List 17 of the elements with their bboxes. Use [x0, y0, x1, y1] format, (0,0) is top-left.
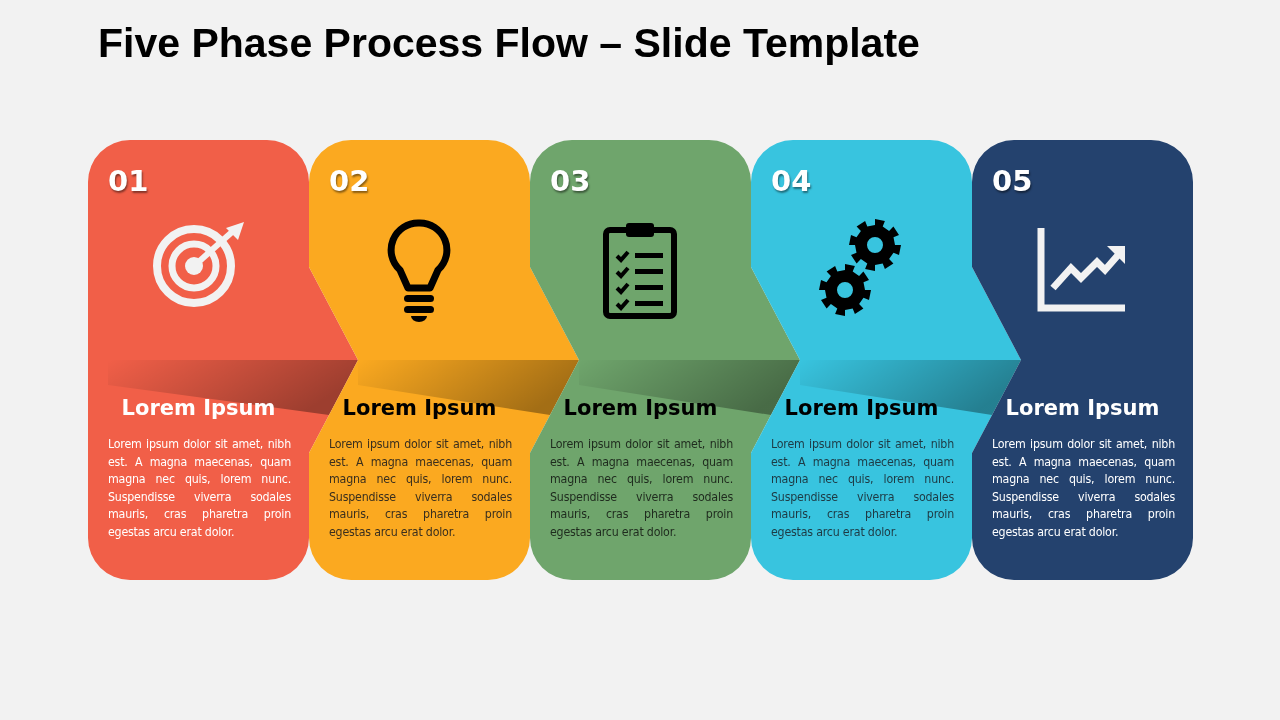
step-heading: Lorem Ipsum — [562, 396, 719, 420]
step-description: Lorem ipsum dolor sit amet, nibh est. A magna maecenas, quam magna nec quis, lorem nunc. Suspendisse viverra sodales mauris, cras pharetra proin egestas arcu erat dolor. — [108, 436, 291, 541]
step-heading: Lorem Ipsum — [120, 396, 277, 420]
step-description: Lorem ipsum dolor sit amet, nibh est. A magna maecenas, quam magna nec quis, lorem nunc. Suspendisse viverra sodales mauris, cras pharetra proin egestas arcu erat dolor. — [992, 436, 1175, 541]
step-number: 05 — [992, 164, 1033, 198]
step-heading: Lorem Ipsum — [783, 396, 940, 420]
step-number: 01 — [108, 164, 149, 198]
step-description: Lorem ipsum dolor sit amet, nibh est. A magna maecenas, quam magna nec quis, lorem nunc. Suspendisse viverra sodales mauris, cras pharetra proin egestas arcu erat dolor. — [329, 436, 512, 541]
chevron-panel — [972, 140, 1193, 580]
step-description: Lorem ipsum dolor sit amet, nibh est. A magna maecenas, quam magna nec quis, lorem nunc. Suspendisse viverra sodales mauris, cras pharetra proin egestas arcu erat dolor. — [771, 436, 954, 541]
step-number: 04 — [771, 164, 812, 198]
step-number: 02 — [329, 164, 370, 198]
step-heading: Lorem Ipsum — [341, 396, 498, 420]
step-description: Lorem ipsum dolor sit amet, nibh est. A magna maecenas, quam magna nec quis, lorem nunc. Suspendisse viverra sodales mauris, cras pharetra proin egestas arcu erat dolor. — [550, 436, 733, 541]
step-number: 03 — [550, 164, 591, 198]
step-heading: Lorem Ipsum — [1004, 396, 1161, 420]
slide-title: Five Phase Process Flow – Slide Template — [98, 20, 920, 67]
